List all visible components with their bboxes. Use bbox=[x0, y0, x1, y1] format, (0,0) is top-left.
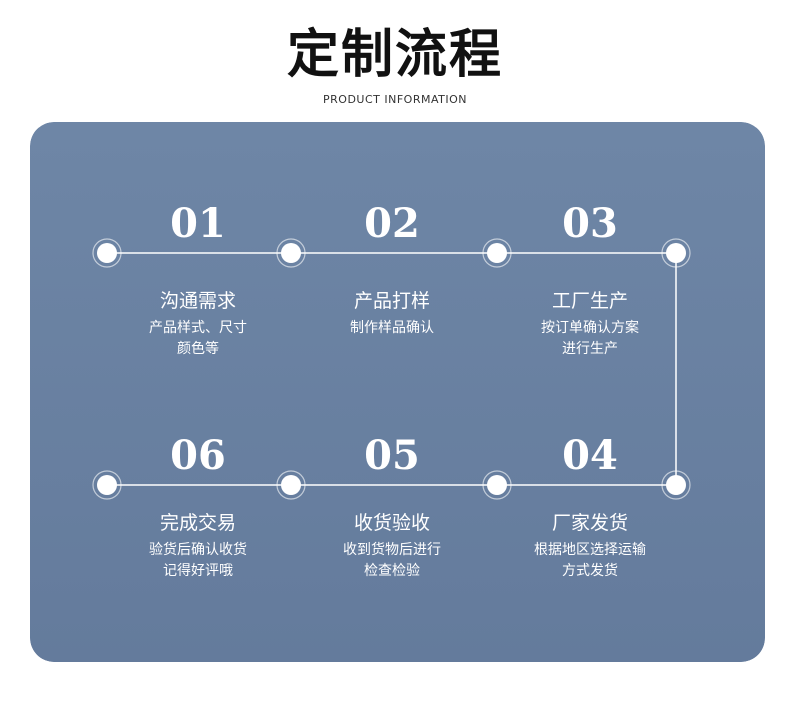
step-02-desc-line: 制作样品确认 bbox=[350, 320, 434, 336]
process-panel: 01 沟通需求 产品样式、尺寸 颜色等 02 产品打样 制作样品确认 03 工厂… bbox=[30, 122, 765, 662]
step-02-number: 02 bbox=[364, 200, 420, 247]
node-05 bbox=[276, 470, 306, 500]
node-04 bbox=[661, 470, 691, 500]
step-01-number: 01 bbox=[170, 200, 226, 247]
process-flow-diagram bbox=[30, 122, 765, 662]
page-title: 定制流程 bbox=[286, 25, 503, 85]
step-06-desc: 验货后确认收货 记得好评哦 bbox=[98, 540, 298, 582]
node-02 bbox=[276, 238, 306, 268]
step-03-desc-line: 按订单确认方案 bbox=[541, 320, 639, 336]
node-06 bbox=[92, 470, 122, 500]
step-06-title: 完成交易 bbox=[159, 512, 236, 534]
step-01-title: 沟通需求 bbox=[159, 290, 236, 312]
step-06-desc-line: 记得好评哦 bbox=[163, 563, 233, 579]
step-02-title: 产品打样 bbox=[353, 290, 430, 312]
step-03-desc-line: 进行生产 bbox=[562, 341, 618, 357]
step-05-desc-line: 检查检验 bbox=[364, 563, 420, 579]
step-05-title: 收货验收 bbox=[353, 512, 430, 534]
step-03-title: 工厂生产 bbox=[551, 290, 628, 312]
step-04-desc-line: 方式发货 bbox=[562, 563, 618, 579]
step-04-title: 厂家发货 bbox=[551, 512, 628, 534]
step-06-desc-line: 验货后确认收货 bbox=[149, 542, 247, 558]
step-04-number: 04 bbox=[562, 432, 618, 479]
step-03-number: 03 bbox=[562, 200, 618, 247]
step-05-number: 05 bbox=[364, 432, 420, 479]
step-04-desc-line: 根据地区选择运输 bbox=[534, 542, 646, 558]
step-06-number: 06 bbox=[170, 432, 226, 479]
node-03 bbox=[661, 238, 691, 268]
step-01-desc-line: 产品样式、尺寸 bbox=[149, 320, 247, 336]
node-01 bbox=[92, 238, 122, 268]
step-01-desc: 产品样式、尺寸 颜色等 bbox=[98, 318, 298, 360]
step-04-desc: 根据地区选择运输 方式发货 bbox=[490, 540, 690, 582]
step-01-desc-line: 颜色等 bbox=[177, 341, 219, 357]
node-05b bbox=[482, 470, 512, 500]
step-05-desc: 收到货物后进行 检查检验 bbox=[292, 540, 492, 582]
node-02b bbox=[482, 238, 512, 268]
step-05-desc-line: 收到货物后进行 bbox=[343, 542, 441, 558]
panel-background bbox=[30, 122, 765, 662]
step-03-desc: 按订单确认方案 进行生产 bbox=[490, 318, 690, 360]
step-02-desc: 制作样品确认 bbox=[292, 318, 492, 339]
page-subtitle: PRODUCT INFORMATION bbox=[323, 93, 467, 106]
